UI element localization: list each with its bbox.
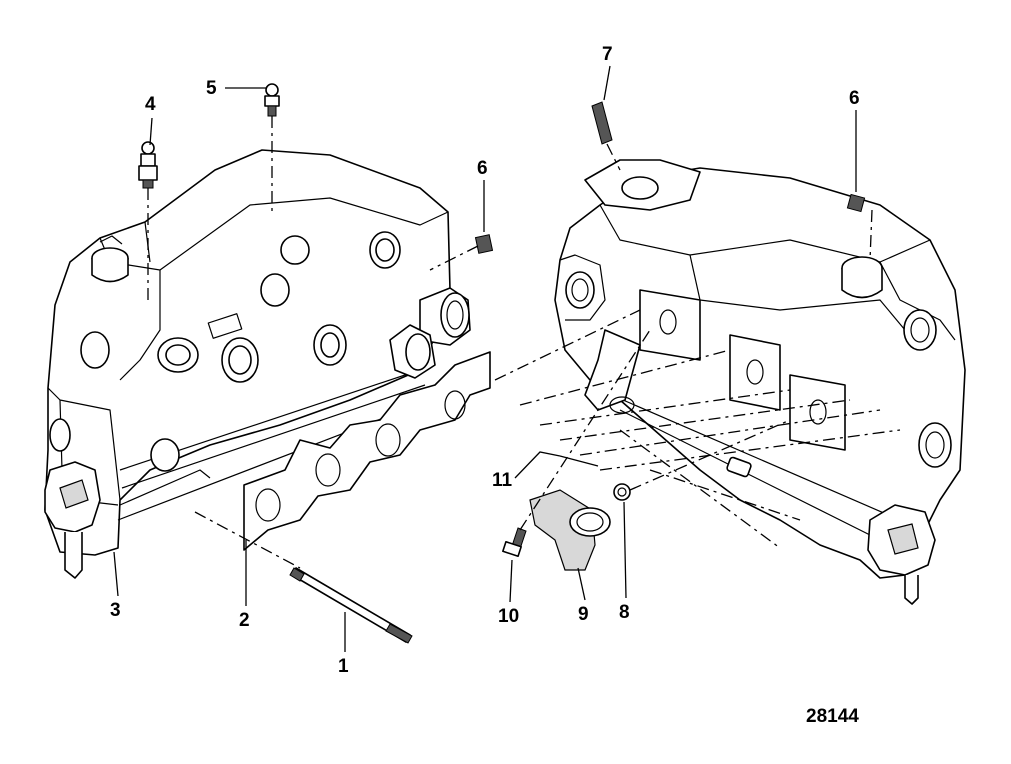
bolt-item-10	[502, 527, 527, 558]
callout-6-right: 6	[849, 88, 860, 109]
left-alignment-lines	[147, 116, 479, 569]
callout-4: 4	[145, 94, 156, 115]
fitting-item-5	[264, 83, 280, 117]
callout-6-left: 6	[477, 158, 488, 179]
elbow-item-9	[529, 489, 611, 571]
callout-5: 5	[206, 78, 217, 99]
callout-11: 11	[492, 470, 513, 491]
nut-item-8	[613, 483, 631, 501]
fitting-item-4	[138, 141, 158, 189]
right-manifold	[554, 159, 966, 605]
stud-item-7	[591, 101, 613, 145]
callout-1: 1	[338, 656, 349, 677]
callout-8: 8	[619, 602, 630, 623]
plug-left	[474, 234, 494, 254]
callout-9: 9	[578, 604, 589, 625]
gasket	[243, 351, 491, 551]
figure-number: 28144	[806, 706, 859, 727]
left-manifold	[44, 149, 471, 579]
callout-2: 2	[239, 610, 250, 631]
callout-7: 7	[602, 44, 613, 65]
callout-10: 10	[498, 606, 519, 627]
leader-lines	[113, 65, 857, 652]
callout-labels: 1 2 3 4 5 6 6 7 8 9 10 11	[110, 44, 860, 677]
plug-right	[846, 193, 866, 213]
stud-long	[289, 567, 413, 644]
right-alignment-lines	[494, 143, 901, 549]
callout-3: 3	[110, 600, 121, 621]
gasket-item-11	[559, 455, 599, 467]
